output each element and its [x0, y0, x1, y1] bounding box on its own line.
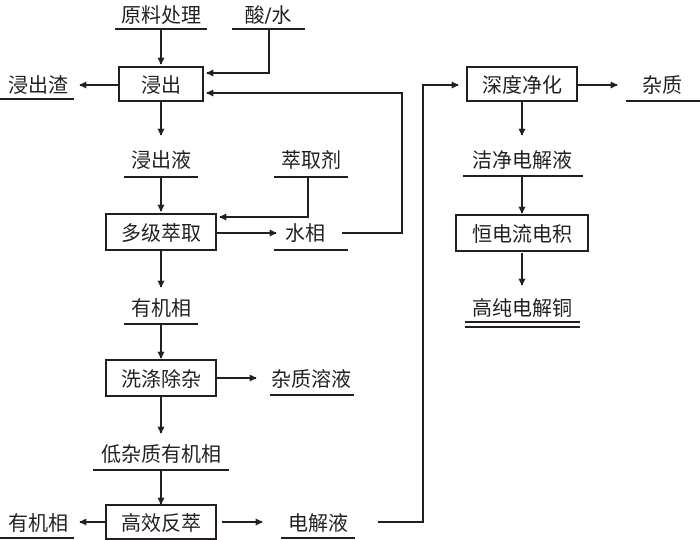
box-washing-impurity-removal-label: 洗涤除杂	[121, 367, 201, 391]
label-acid-water: 酸/水	[245, 3, 292, 27]
label-high-purity-copper: 高纯电解铜	[472, 296, 572, 320]
arrow-electrolyte-to-purification	[378, 81, 459, 523]
box-constant-current-electrowinning	[455, 214, 589, 252]
box-constant-current-electrowinning-label: 恒电流电积	[472, 222, 572, 246]
box-washing-impurity-removal	[105, 359, 217, 397]
label-leach-residue: 浸出渣	[8, 73, 68, 97]
label-electrolyte: 电解液	[288, 511, 348, 535]
label-impurity-solution: 杂质溶液	[271, 367, 351, 391]
label-leach-liquor: 浸出液	[131, 148, 191, 172]
box-multistage-extraction-label: 多级萃取	[121, 221, 201, 245]
arrow-aqueous-recycle-to-leaching	[206, 89, 403, 234]
arrow-acid-to-leaching	[206, 29, 270, 77]
label-low-impurity-organic-phase: 低杂质有机相	[101, 442, 221, 466]
box-leaching-label: 浸出	[141, 73, 181, 97]
label-aqueous-phase: 水相	[285, 221, 325, 245]
box-deep-purification-label: 深度净化	[482, 73, 562, 97]
label-impurities: 杂质	[642, 73, 682, 97]
label-raw-material-treatment: 原料处理	[121, 3, 201, 27]
label-clean-electrolyte: 洁净电解液	[472, 148, 572, 172]
box-leaching	[118, 66, 204, 102]
box-efficient-stripping-label: 高效反萃	[121, 511, 201, 535]
label-extractant: 萃取剂	[281, 148, 341, 172]
arrow-extractant-to-extraction	[219, 177, 309, 221]
label-organic-phase: 有机相	[131, 296, 191, 320]
label-organic-phase-out: 有机相	[8, 511, 68, 535]
box-multistage-extraction	[105, 213, 217, 251]
box-efficient-stripping	[105, 504, 217, 540]
